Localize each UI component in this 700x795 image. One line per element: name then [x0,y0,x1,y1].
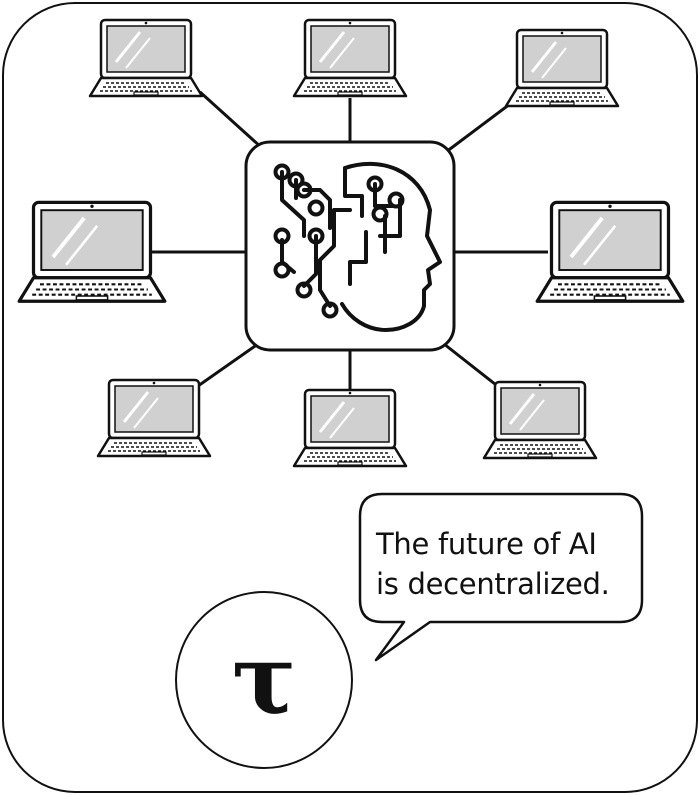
laptop-node-top [292,18,408,98]
laptop-node-top-left [88,18,204,98]
connection-lines [150,90,548,398]
laptop-node-bottom [292,388,408,468]
speech-line-2: is decentralized. [376,567,610,601]
laptop-icon [482,380,598,460]
laptop-icon [504,28,620,108]
laptop-icon [17,200,167,304]
laptop-icon [535,200,685,304]
ai-hub [244,140,456,352]
spoke-bottom-right [443,342,501,390]
laptop-icon [292,18,408,98]
logo-circle [175,591,353,769]
laptop-node-top-right [504,28,620,108]
laptop-node-right [535,200,685,304]
spoke-top-left [198,90,264,150]
laptop-node-left [17,200,167,304]
spoke-bottom-left [197,342,259,388]
speech-bubble [358,492,644,662]
speech-bubble-text: The future of AI is decentralized. [362,514,632,614]
laptop-icon [292,388,408,468]
laptop-icon [96,378,212,458]
laptop-node-bottom-left [96,378,212,458]
speech-line-1: The future of AI [376,527,597,561]
ai-head-circuit-icon [273,161,442,332]
tau-logo-icon: τ [231,623,297,736]
laptop-icon [88,18,204,98]
spoke-top-right [445,102,511,154]
laptop-node-bottom-right [482,380,598,460]
